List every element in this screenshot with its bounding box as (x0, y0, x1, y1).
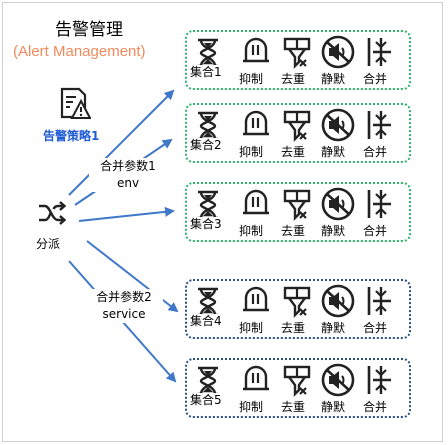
policy-document-warning-icon (60, 87, 91, 119)
suppress-label: 抑制 (239, 224, 264, 238)
merge-label: 合并 (363, 145, 388, 159)
merge-label: 合并 (363, 72, 388, 86)
set-group-1: 集合1 抑制 去重 静默 合并 (185, 30, 411, 90)
merge-param-1-label: 合并参数1 (100, 159, 156, 173)
merge-icon (367, 366, 391, 394)
mute-icon (321, 108, 355, 142)
set-label-1: 集合1 (190, 65, 222, 79)
siren-icon (243, 110, 269, 136)
siren-icon (243, 365, 269, 391)
merge-icon (367, 38, 391, 66)
set-label-5: 集合5 (190, 393, 222, 407)
dispatch-label: 分派 (36, 237, 61, 251)
set-group-3: 集合3 抑制 去重 静默 合并 (185, 182, 411, 242)
mute-icon (321, 35, 355, 69)
set-group-5: 集合5 抑制 去重 静默 合并 (185, 358, 411, 418)
silence-label: 静默 (321, 145, 346, 159)
merge-label: 合并 (363, 224, 388, 238)
merge-param-2: 合并参数2 service (85, 289, 163, 323)
set-group-4: 集合4 抑制 去重 静默 合并 (185, 279, 411, 339)
set-label-3: 集合3 (190, 217, 222, 231)
dedupe-filter-icon (283, 189, 311, 221)
silence-label: 静默 (321, 321, 346, 335)
mute-icon (321, 284, 355, 318)
diagram-subtitle: (Alert Management) (13, 43, 146, 60)
dedupe-filter-icon (283, 286, 311, 318)
dedupe-filter-icon (283, 365, 311, 397)
silence-label: 静默 (321, 224, 346, 238)
merge-icon (367, 111, 391, 139)
arrow-to-set-1 (68, 89, 175, 196)
arrow-to-set-3 (78, 206, 175, 222)
policy-label: 告警策略1 (43, 129, 100, 143)
merge-icon (367, 287, 391, 315)
merge-icon (367, 190, 391, 218)
merge-param-2-value: service (102, 307, 146, 321)
suppress-label: 抑制 (239, 145, 264, 159)
siren-icon (243, 37, 269, 63)
suppress-label: 抑制 (239, 72, 264, 86)
merge-param-1: 合并参数1 env (89, 158, 167, 192)
hourglass-icon (198, 111, 218, 141)
silence-label: 静默 (321, 72, 346, 86)
set-label-4: 集合4 (190, 314, 222, 328)
dedupe-label: 去重 (281, 400, 306, 414)
set-label-2: 集合2 (190, 138, 222, 152)
mute-icon (321, 187, 355, 221)
dedupe-filter-icon (283, 37, 311, 69)
siren-icon (243, 286, 269, 312)
diagram-title: 告警管理 (55, 20, 123, 40)
merge-label: 合并 (363, 400, 388, 414)
suppress-label: 抑制 (239, 400, 264, 414)
merge-param-2-label: 合并参数2 (96, 290, 152, 304)
suppress-label: 抑制 (239, 321, 264, 335)
silence-label: 静默 (321, 400, 346, 414)
dedupe-label: 去重 (281, 145, 306, 159)
dedupe-label: 去重 (281, 321, 306, 335)
set-group-2: 集合2 抑制 去重 静默 合并 (185, 103, 411, 163)
siren-icon (243, 189, 269, 215)
dedupe-label: 去重 (281, 72, 306, 86)
shuffle-icon (39, 201, 67, 225)
dedupe-filter-icon (283, 110, 311, 142)
diagram-frame: 告警管理 (Alert Management) 告警策略1 分派 (2, 2, 443, 442)
mute-icon (321, 363, 355, 397)
dedupe-label: 去重 (281, 224, 306, 238)
merge-label: 合并 (363, 321, 388, 335)
merge-param-1-value: env (116, 176, 140, 190)
